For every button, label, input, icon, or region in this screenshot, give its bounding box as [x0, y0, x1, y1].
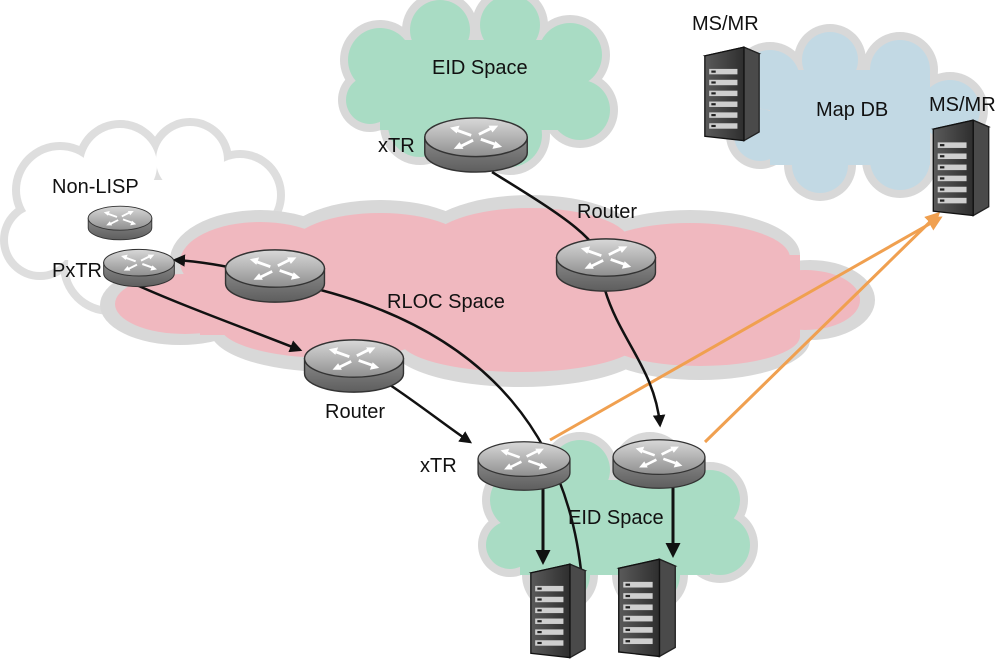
rloc-space-label: RLOC Space [387, 291, 505, 313]
pxtr-router-icon [102, 248, 176, 288]
map-db-label: Map DB [816, 99, 888, 121]
router-mid-label: Router [325, 401, 385, 423]
eid-space-top-label: EID Space [432, 57, 528, 79]
traffic-path-top-2 [603, 289, 666, 428]
xtr-bottom-label: xTR [420, 455, 457, 477]
ms-mr-left-label: MS/MR [692, 13, 759, 35]
router-mid-icon [303, 338, 405, 394]
pxtr-label: PxTR [52, 260, 102, 282]
traffic-path-pxtr-router [129, 280, 303, 353]
ms-mr-right-label: MS/MR [929, 94, 996, 116]
ms-mr-right-server-icon [932, 119, 990, 217]
rloc-router-left-icon [224, 248, 326, 304]
non-lisp-router-icon [87, 205, 153, 241]
xtr-top-label: xTR [378, 135, 415, 157]
xtr-top-router-icon [423, 116, 529, 174]
map-register-arrow-right [703, 211, 941, 444]
router-top-icon [555, 237, 657, 293]
map-db-cloud [726, 24, 988, 201]
non-lisp-label: Non-LISP [52, 176, 139, 198]
eid-server-right-icon [617, 558, 677, 658]
traffic-path-router-xtr [389, 383, 473, 444]
eid-server-left-icon [530, 563, 586, 659]
router-top-label: Router [577, 201, 637, 223]
eid-space-bottom-label: EID Space [568, 507, 664, 529]
ms-mr-left-server-icon [704, 46, 760, 142]
non-lisp-cloud [0, 118, 285, 315]
xtr-bottom-right-router-icon [611, 438, 707, 490]
rloc-space-cloud [100, 195, 875, 387]
map-register-arrow-left [549, 216, 943, 442]
traffic-path-return [172, 254, 584, 581]
xtr-bottom-router-icon [476, 440, 572, 492]
